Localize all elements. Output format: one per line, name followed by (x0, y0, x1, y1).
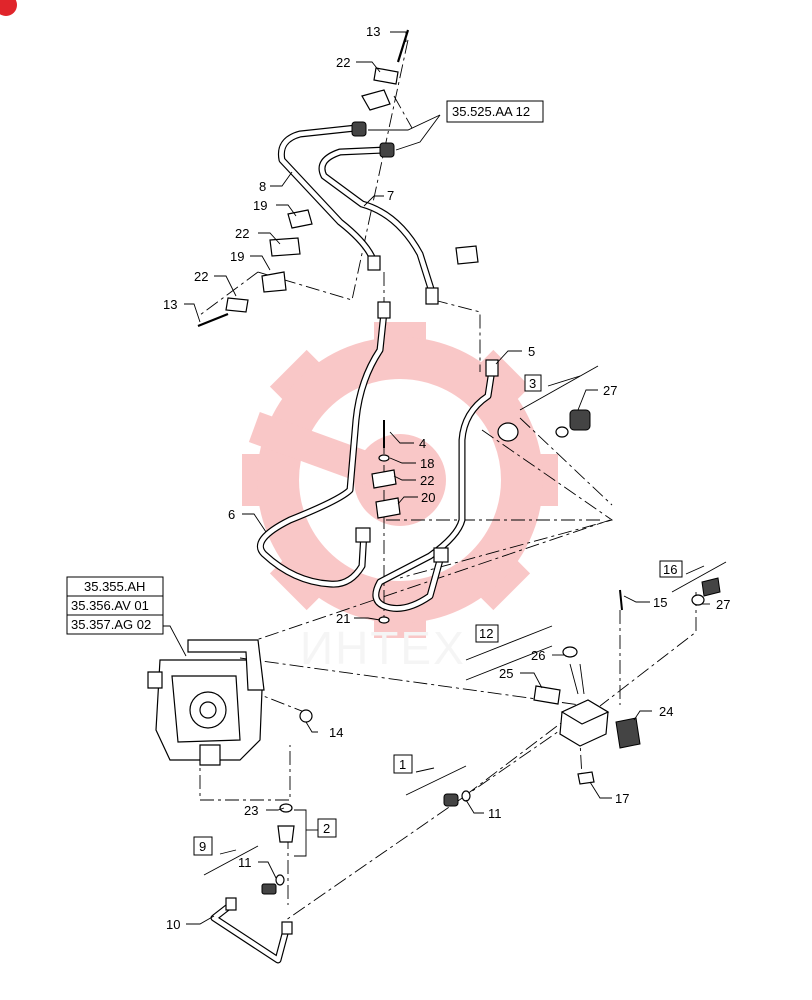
clamp-parts-top (197, 29, 479, 328)
reference-text: 35.355.AH (84, 579, 145, 594)
group-box-12[interactable]: 12 (475, 624, 499, 643)
group-number: 9 (199, 839, 206, 854)
part-callout[interactable]: 17 (615, 791, 629, 806)
part-callout[interactable]: 25 (499, 666, 513, 681)
watermark-gear-icon (242, 322, 558, 638)
part-callout[interactable]: 22 (336, 55, 350, 70)
part-callout[interactable]: 14 (329, 725, 343, 740)
part-callout[interactable]: 23 (244, 803, 258, 818)
tube-assembly-upper (277, 121, 439, 305)
part-callout[interactable]: 13 (163, 297, 177, 312)
group-box-9[interactable]: 9 (193, 836, 213, 856)
part-callout[interactable]: 10 (166, 917, 180, 932)
reference-box-35-356[interactable]: 35.356.AV 01 (66, 595, 164, 616)
part-callout[interactable]: 15 (653, 595, 667, 610)
group-box-1[interactable]: 1 (393, 754, 413, 774)
part-callout[interactable]: 5 (528, 344, 535, 359)
part-callout[interactable]: 13 (366, 24, 380, 39)
leader-lines (160, 31, 710, 925)
part-callout[interactable]: 8 (259, 179, 266, 194)
fittings-middle (371, 409, 591, 624)
part-callout[interactable]: 20 (421, 490, 435, 505)
watermark: ИНТЕХ (242, 322, 558, 674)
group-brackets (203, 365, 727, 876)
part-callout[interactable]: 19 (253, 198, 267, 213)
part-callout[interactable]: 7 (387, 188, 394, 203)
group-number: 3 (529, 376, 536, 391)
part-callout[interactable]: 19 (230, 249, 244, 264)
reference-text: 35.356.AV 01 (71, 598, 149, 613)
part-callout[interactable]: 22 (420, 473, 434, 488)
part-callout[interactable]: 21 (336, 611, 350, 626)
part-callout[interactable]: 27 (716, 597, 730, 612)
part-callout[interactable]: 22 (235, 226, 249, 241)
reference-box-35-525[interactable]: 35.525.AA 12 (446, 100, 544, 123)
part-callout[interactable]: 24 (659, 704, 673, 719)
group-number: 1 (399, 757, 406, 772)
reference-box-35-357[interactable]: 35.357.AG 02 (66, 614, 164, 635)
corner-logo-mark (0, 0, 17, 16)
part-callout[interactable]: 26 (531, 648, 545, 663)
part-callout[interactable]: 6 (228, 507, 235, 522)
watermark-text: ИНТЕХ (300, 622, 466, 674)
reference-text: 35.357.AG 02 (71, 617, 151, 632)
group-box-2[interactable]: 2 (317, 818, 337, 838)
group-number: 12 (479, 626, 493, 641)
reference-text: 35.525.AA 12 (452, 104, 530, 119)
fittings-lower (210, 709, 471, 964)
part-callout[interactable]: 27 (603, 383, 617, 398)
group-box-16[interactable]: 16 (659, 560, 683, 578)
group-number: 16 (663, 562, 677, 577)
part-callout[interactable]: 18 (420, 456, 434, 471)
valve-block-assembly (533, 577, 721, 785)
part-callout[interactable]: 4 (419, 436, 426, 451)
hydraulic-pump (147, 639, 265, 766)
part-callout[interactable]: 22 (194, 269, 208, 284)
reference-box-35-355[interactable]: 35.355.AH (66, 576, 164, 597)
group-number: 2 (323, 821, 330, 836)
part-callout[interactable]: 11 (488, 806, 502, 821)
part-callouts: 13 22 8 7 19 22 19 22 13 5 27 4 18 22 20… (163, 24, 730, 932)
part-callout[interactable]: 11 (238, 855, 252, 870)
group-box-3[interactable]: 3 (524, 374, 542, 392)
tube-assembly-middle (256, 301, 499, 612)
